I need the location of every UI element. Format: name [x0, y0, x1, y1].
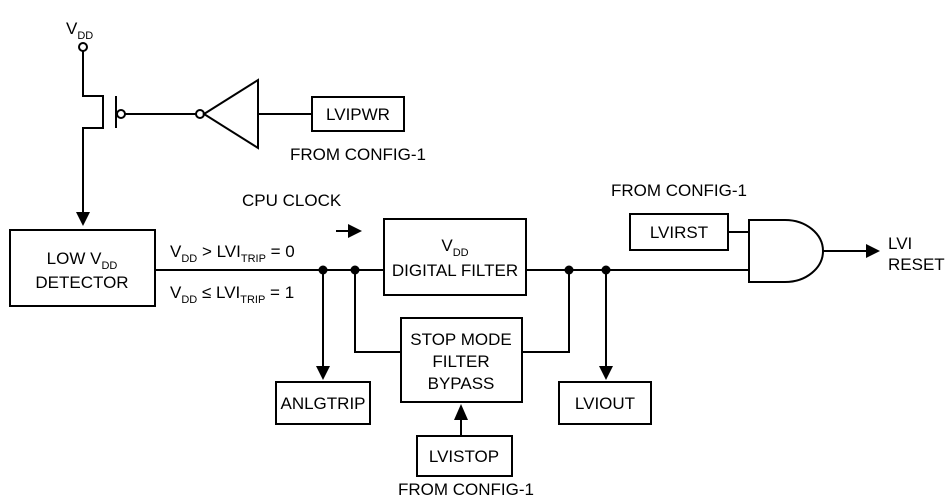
filter-line2: DIGITAL FILTER [392, 261, 518, 280]
vdd-digital-filter: VDD DIGITAL FILTER [383, 218, 527, 296]
arrow-to-lviout [599, 366, 613, 380]
trip-condition-gt: VDD > LVITRIP = 0 [170, 242, 295, 265]
anlgtrip-label: ANLGTRIP [280, 394, 365, 413]
lvi-reset-arrow [866, 244, 880, 258]
drain-source-wire [82, 51, 104, 212]
lvipwr-box [311, 96, 405, 132]
anlgtrip-register: ANLGTRIP [275, 381, 371, 425]
detector-line2: DETECTOR [35, 273, 128, 292]
lvirst-register: FROM CONFIG-1 LVIRST [611, 181, 747, 251]
cpu-clock-label: CPU CLOCK [242, 191, 342, 210]
lvirst-label: LVIRST [650, 223, 708, 242]
lvistop-label: LVISTOP [429, 447, 499, 466]
bypass-line2: FILTER [432, 352, 489, 371]
vdd-terminal [78, 42, 88, 52]
lvipwr-label: LVIPWR [326, 105, 390, 124]
cpu-clock-arrow [348, 224, 362, 238]
lviout-box [558, 381, 652, 425]
output-line2: RESET [888, 255, 945, 274]
arrow-to-bypass [454, 404, 468, 420]
low-vdd-detector: LOW VDD DETECTOR [9, 229, 156, 307]
lviout-register: LVIOUT [558, 381, 652, 425]
and-gate [748, 219, 824, 283]
filter-line1: VDD [441, 236, 468, 259]
output-line1: LVI [888, 234, 912, 253]
detector-box [9, 229, 156, 307]
inverter-gate [195, 78, 312, 150]
detector-line1: LOW VDD [47, 249, 118, 272]
pmos-transistor [82, 51, 196, 212]
bypass-output-wire [522, 270, 570, 353]
bypass-box [400, 317, 523, 403]
lvipwr-source: FROM CONFIG-1 [290, 145, 426, 164]
vdd-supply-v: V [66, 19, 78, 38]
trip-condition-le: VDD ≤ LVITRIP = 1 [170, 283, 294, 306]
gate-bubble [116, 109, 126, 119]
bypass-input-wire [354, 270, 401, 353]
stop-mode-filter-bypass: STOP MODE FILTER BYPASS [400, 317, 523, 403]
vdd-supply: VDD [66, 19, 93, 52]
vdd-supply-sub: DD [77, 30, 93, 42]
arrow-to-detector [76, 212, 90, 226]
arrow-to-anlgtrip [316, 366, 330, 380]
svg-text:VDD: VDD [66, 19, 93, 42]
lvipwr-register: LVIPWR FROM CONFIG-1 [290, 96, 426, 164]
lvistop-register: LVISTOP FROM CONFIG-1 [398, 435, 534, 498]
filter-box [383, 218, 527, 296]
anlgtrip-box [275, 381, 371, 425]
lvistop-box [416, 435, 513, 477]
bypass-line1: STOP MODE [410, 330, 511, 349]
lvistop-source: FROM CONFIG-1 [398, 480, 534, 498]
inverter-triangle [202, 78, 259, 150]
bypass-line3: BYPASS [428, 374, 495, 393]
lvirst-box [629, 213, 729, 251]
lviout-label: LVIOUT [575, 394, 635, 413]
lvirst-source: FROM CONFIG-1 [611, 181, 747, 200]
